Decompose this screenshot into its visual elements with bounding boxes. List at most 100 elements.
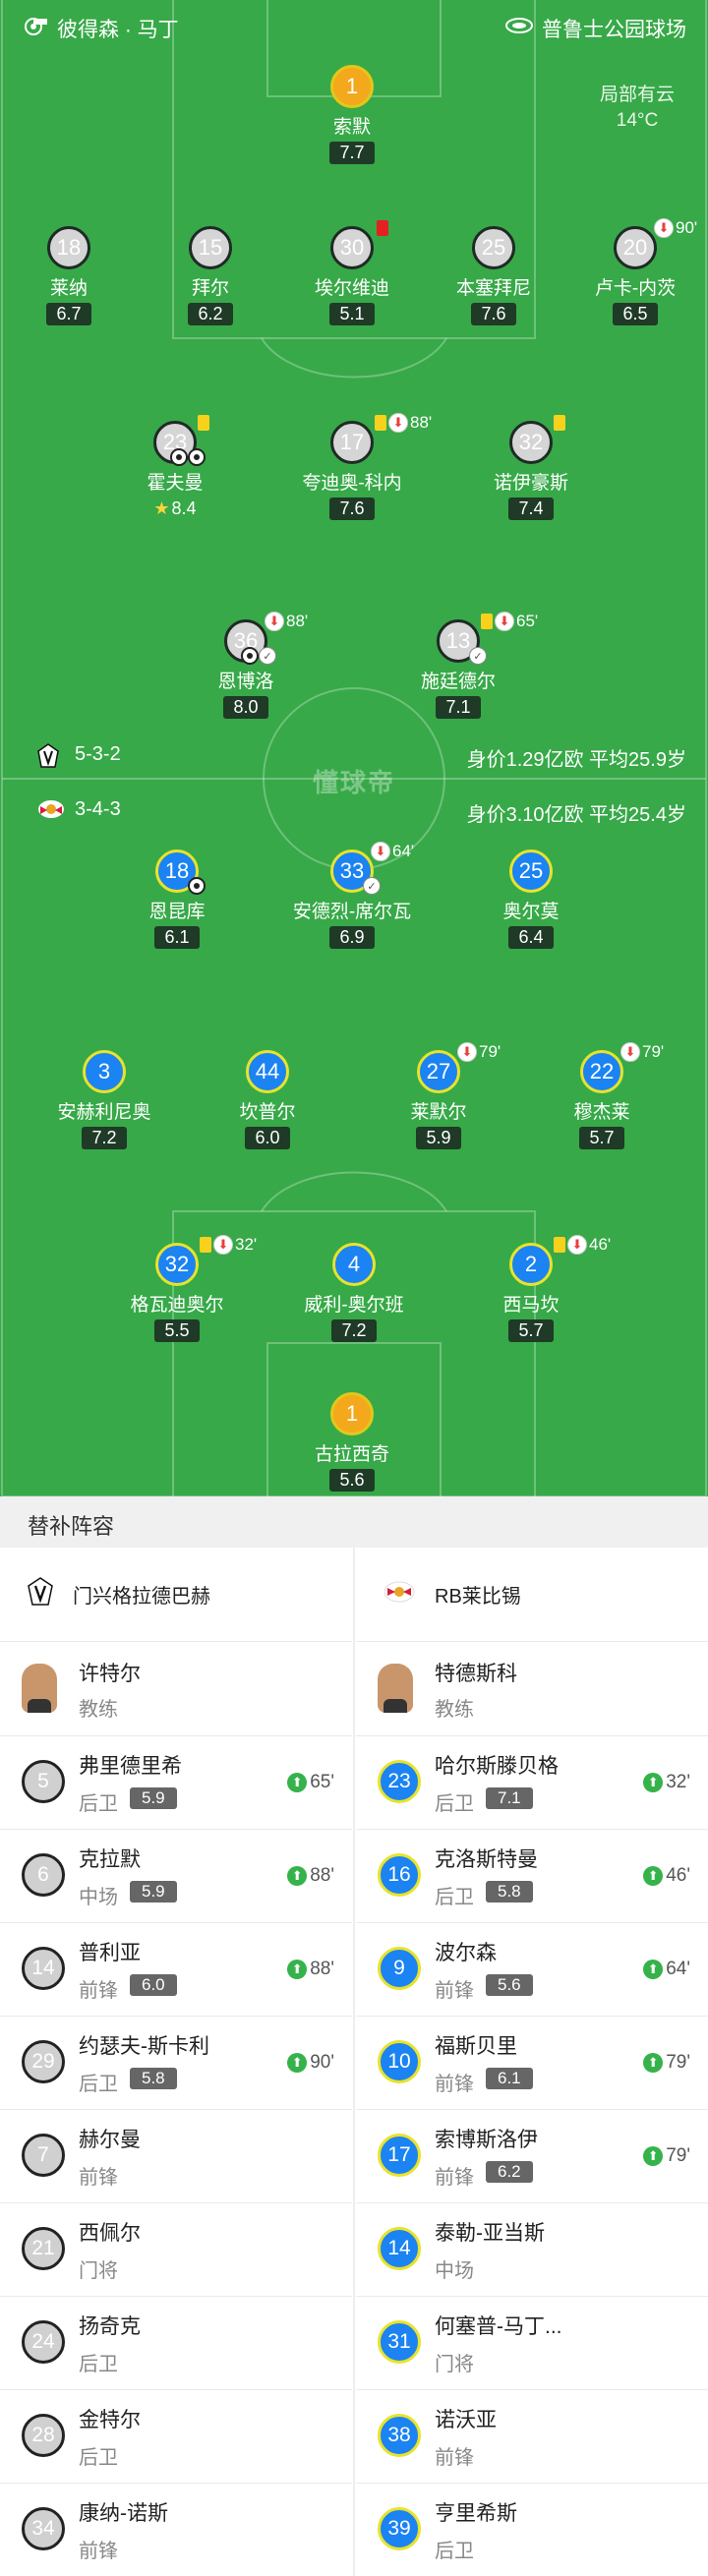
away-player-22[interactable]: 22 ⬇ 79' 穆杰莱 5.7: [518, 1042, 685, 1149]
away-team-name: RB莱比锡: [435, 1586, 521, 1608]
away-player-1[interactable]: 1 古拉西奇 5.6: [268, 1392, 436, 1492]
player-name: 坎普尔: [239, 1102, 296, 1123]
sub-minute: 88': [286, 612, 309, 630]
player-name: 克拉默: [79, 1848, 141, 1871]
sub-off-icon: ⬇: [567, 1235, 587, 1255]
player-number: 33: [330, 849, 374, 893]
home-player-15[interactable]: 15 拜尔 6.2: [127, 226, 294, 325]
player-position: 中场: [435, 2260, 474, 2282]
home-player-23[interactable]: 23 霍夫曼 ★8.4: [91, 415, 259, 520]
away-player-44[interactable]: 44 坎普尔 6.0: [184, 1050, 351, 1149]
player-number: 27: [417, 1050, 460, 1093]
player-name: 恩昆库: [148, 902, 206, 922]
player-name: 施廷德尔: [420, 672, 496, 692]
away-coach[interactable]: 特德斯科 教练: [356, 1642, 708, 1736]
player-position: 前锋: [79, 2167, 118, 2189]
home-team-header[interactable]: 门兴格拉德巴赫: [0, 1548, 352, 1642]
player-number: 3: [83, 1050, 126, 1093]
referee-info: 彼得森 · 马丁: [24, 14, 179, 43]
player-rating: 6.5: [613, 303, 658, 325]
player-number: 2: [509, 1243, 553, 1286]
away-player-2[interactable]: 2 ⬇ 46' 西马坎 5.7: [447, 1235, 615, 1342]
player-number: 4: [332, 1243, 376, 1286]
lineup-pitch: 彼得森 · 马丁 普鲁士公园球场 局部有云 14°C 懂球帝 5-3-2 身价1…: [0, 0, 708, 1496]
player-number: 14: [378, 2227, 421, 2270]
home-player-36[interactable]: 36 ⬇ 88' ✓ 恩博洛 8.0: [162, 612, 329, 719]
home-coach[interactable]: 许特尔 教练: [0, 1642, 352, 1736]
player-name: 索默: [332, 117, 371, 138]
coach-name: 特德斯科: [435, 1663, 517, 1685]
away-player-33[interactable]: 33 ⬇ 64' ✓ 安德烈-席尔瓦 6.9: [268, 842, 436, 949]
away-player-4[interactable]: 4 威利-奥尔班 7.2: [270, 1243, 438, 1342]
coach-name: 许特尔: [79, 1663, 141, 1685]
home-player-32[interactable]: 32 诺伊豪斯 7.4: [447, 415, 615, 520]
away-team-summary[interactable]: 3-4-3 身价3.10亿欧 平均25.4岁: [0, 790, 708, 830]
player-rating: 5.8: [486, 1881, 533, 1903]
player-name: 弗里德里希: [79, 1755, 182, 1778]
player-number: 22: [580, 1050, 623, 1093]
away-player-27[interactable]: 27 ⬇ 79' 莱默尔 5.9: [355, 1042, 522, 1149]
player-number: 16: [378, 1853, 421, 1897]
weather-condition: 局部有云: [599, 85, 675, 105]
sub-in-arrow-icon: ⬆: [643, 1866, 664, 1886]
assist-icon: ✓: [259, 647, 276, 665]
away-team-header[interactable]: RB莱比锡: [356, 1548, 708, 1642]
sub-in-arrow-icon: ⬆: [287, 1866, 308, 1886]
player-rating: 6.1: [154, 926, 200, 949]
home-player-18[interactable]: 18 莱纳 6.7: [0, 226, 152, 325]
player-name: 霍夫曼: [147, 473, 204, 494]
home-player-30[interactable]: 30 埃尔维迪 5.1: [268, 220, 436, 325]
player-name: 约瑟夫-斯卡利: [79, 2035, 209, 2058]
sub-in-minute: 64': [666, 1959, 690, 1979]
player-name: 夸迪奥-科内: [302, 473, 402, 494]
sub-minute: 90': [676, 218, 698, 237]
goal-ball-icon: [188, 877, 206, 895]
assist-icon: ✓: [363, 877, 381, 895]
player-name: 亨里希斯: [435, 2502, 517, 2525]
player-number: 10: [378, 2040, 421, 2083]
away-player-32[interactable]: 32 ⬇ 32' 格瓦迪奥尔 5.5: [93, 1235, 261, 1342]
home-player-1[interactable]: 1 索默 7.7: [268, 65, 436, 164]
home-player-17[interactable]: 17 ⬇ 88' 夸迪奥-科内 7.6: [268, 413, 436, 520]
player-number: 14: [22, 1947, 65, 1990]
player-name: 西马坎: [502, 1295, 560, 1316]
player-number: 15: [189, 226, 232, 269]
home-player-13[interactable]: 13 ⬇ 65' ✓ 施廷德尔 7.1: [375, 612, 542, 719]
rating-value: 8.4: [171, 498, 197, 518]
sub-minute: 79': [479, 1042, 502, 1061]
player-rating: 6.9: [329, 926, 375, 949]
home-team-summary[interactable]: 5-3-2 身价1.29亿欧 平均25.9岁: [0, 735, 708, 775]
player-name: 埃尔维迪: [314, 278, 389, 299]
watermark: 懂球帝: [312, 768, 395, 797]
home-player-25[interactable]: 25 本塞拜尼 7.6: [410, 226, 577, 325]
player-name: 西佩尔: [79, 2222, 141, 2245]
away-player-3[interactable]: 3 安赫利尼奥 7.2: [21, 1050, 188, 1149]
player-name: 卢卡-内茨: [594, 278, 677, 299]
player-rating: 6.0: [130, 1974, 177, 1996]
away-player-25[interactable]: 25 奥尔莫 6.4: [447, 849, 615, 949]
player-name: 康纳-诺斯: [79, 2502, 168, 2525]
player-name: 诺沃亚: [435, 2409, 497, 2431]
home-player-20[interactable]: 20 ⬇ 90' 卢卡-内茨 6.5: [552, 218, 708, 325]
sub-in-arrow-icon: ⬆: [643, 1773, 664, 1792]
player-number: 29: [22, 2040, 65, 2083]
away-player-18[interactable]: 18 恩昆库 6.1: [93, 849, 261, 949]
